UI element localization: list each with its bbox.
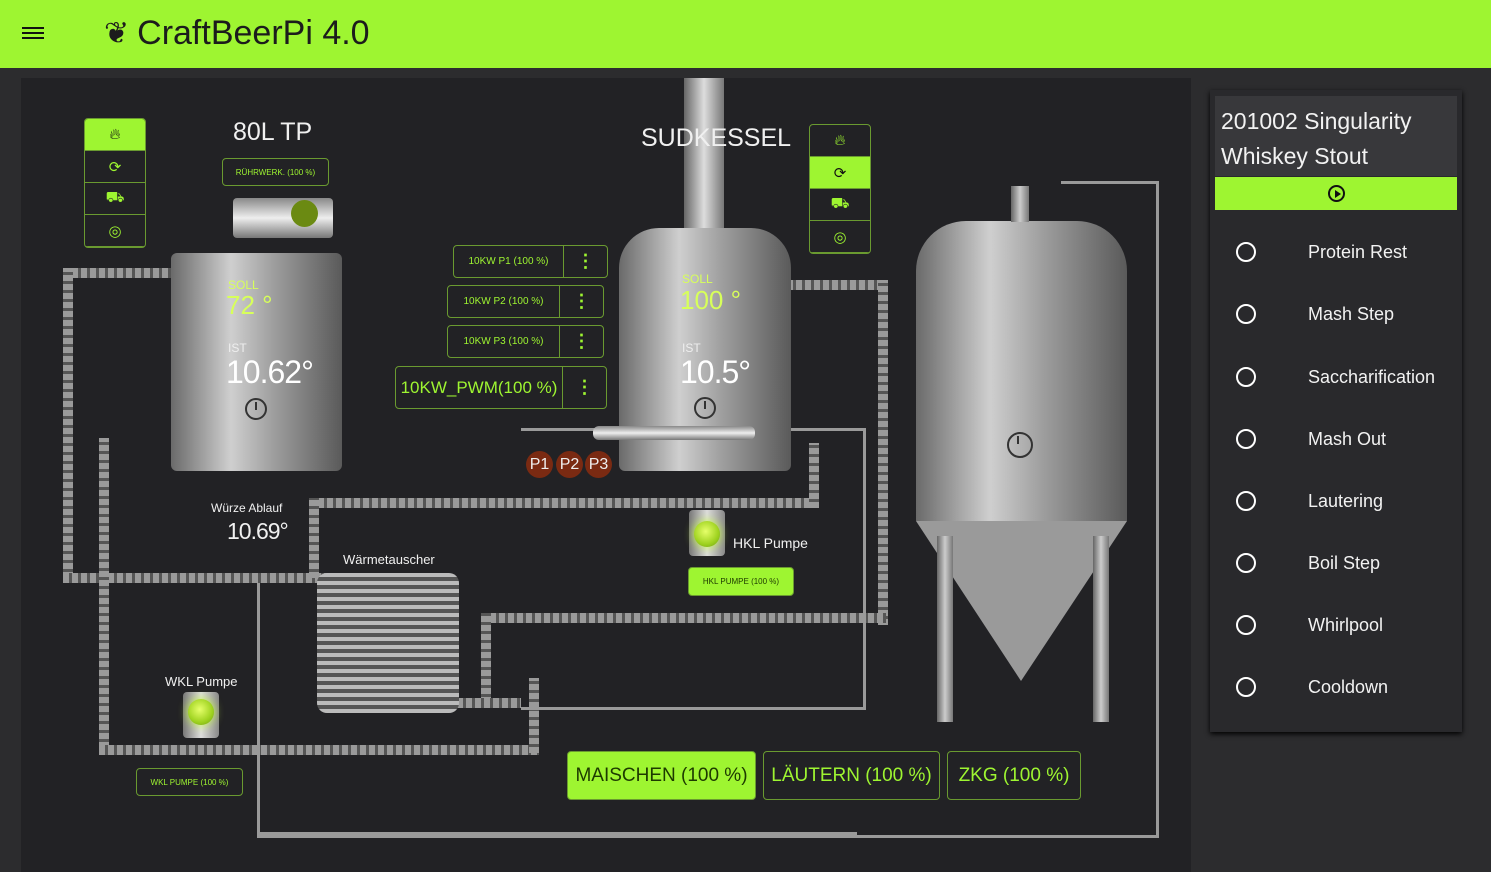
radio-icon — [1236, 242, 1256, 262]
fermenter-tank — [916, 221, 1127, 521]
kettle1-tank — [171, 253, 342, 471]
step-item[interactable]: Protein Rest — [1210, 232, 1462, 272]
step-label: Saccharification — [1308, 366, 1436, 387]
target-icon[interactable]: ◎ — [85, 215, 145, 247]
hkl-pump-indicator — [694, 521, 720, 547]
step-item[interactable]: Saccharification — [1210, 357, 1462, 397]
heater-p3-button[interactable]: 10KW P3 (100 %) ⋮ — [447, 325, 604, 358]
car-icon[interactable]: ⛟ — [85, 183, 145, 215]
phase-p1: P1 — [526, 451, 553, 478]
step-item[interactable]: Lautering — [1210, 481, 1462, 521]
radio-icon — [1236, 304, 1256, 324]
step-label: Mash Step — [1308, 303, 1395, 324]
sensor-value: 10.69° — [227, 518, 289, 544]
kettle2-ist-label: IST — [682, 341, 701, 355]
target-icon[interactable]: ◎ — [810, 221, 870, 253]
wkl-pump-indicator — [188, 699, 214, 725]
step-label: Cooldown — [1308, 676, 1389, 697]
heater-p1-button[interactable]: 10KW P1 (100 %) ⋮ — [453, 245, 608, 278]
step-item[interactable]: Mash Out — [1210, 419, 1462, 459]
step-label: Boil Step — [1308, 552, 1381, 573]
heater-flame-icon[interactable]: 🔥︎ — [810, 125, 870, 157]
kettle1-ist-label: IST — [228, 341, 247, 355]
step-item[interactable]: Whirlpool — [1210, 605, 1462, 645]
laeutern-button[interactable]: LÄUTERN (100 %) — [763, 751, 940, 800]
kettle1-name: 80L TP — [233, 118, 313, 146]
heat-exchanger-label: Wärmetauscher — [343, 552, 435, 567]
kettle2-controls: 🔥︎ ⟳ ⛟ ◎ — [809, 124, 871, 254]
heater-pwm-label: 10KW_PWM(100 %) — [400, 377, 558, 397]
kettle2-ist-value: 10.5° — [680, 354, 751, 390]
maischen-button[interactable]: MAISCHEN (100 %) — [567, 751, 756, 800]
radio-icon — [1236, 367, 1256, 387]
kettle1-soll-label: SOLL — [228, 278, 259, 292]
step-item[interactable]: Cooldown — [1210, 667, 1462, 707]
kettle1-controls: 🔥︎ ⟳ ⛟ ◎ — [84, 118, 146, 248]
menu-icon[interactable] — [22, 24, 44, 42]
gauge-icon — [694, 397, 716, 419]
app-logo: ❦CraftBeerPi 4.0 — [104, 14, 370, 53]
gauge-icon — [1007, 432, 1033, 458]
kettle1-soll-value: 72 ° — [226, 290, 273, 320]
heat-exchanger-coil — [317, 573, 459, 713]
gauge-icon — [245, 398, 267, 420]
radio-icon — [1236, 677, 1256, 697]
agitator-button[interactable]: RÜHRWERK. (100 %) — [222, 158, 329, 186]
heating-element — [593, 426, 755, 440]
start-button[interactable] — [1215, 177, 1457, 210]
agitator-indicator — [291, 200, 318, 227]
radio-icon — [1236, 553, 1256, 573]
step-item[interactable]: Boil Step — [1210, 543, 1462, 583]
brewery-canvas: Wärmetauscher 🔥︎ ⟳ ⛟ ◎ 80L TP RÜHRWERK. … — [21, 78, 1191, 872]
heater-flame-icon[interactable]: 🔥︎ — [85, 119, 145, 151]
more-icon[interactable]: ⋮ — [562, 367, 606, 408]
more-icon[interactable]: ⋮ — [559, 286, 603, 317]
step-label: Protein Rest — [1308, 241, 1408, 262]
agitator-refresh-icon[interactable]: ⟳ — [810, 157, 870, 189]
heater-p3-label: 10KW P3 (100 %) — [463, 336, 544, 347]
zkg-button[interactable]: ZKG (100 %) — [947, 751, 1081, 800]
step-item[interactable]: Mash Step — [1210, 294, 1462, 334]
agitator-refresh-icon[interactable]: ⟳ — [85, 151, 145, 183]
kettle1-ist-value: 10.62° — [226, 354, 314, 390]
step-label: Whirlpool — [1308, 614, 1384, 635]
hkl-pump-label: HKL Pumpe — [733, 535, 808, 551]
chimney — [684, 78, 724, 228]
kettle2-name: SUDKESSEL — [641, 124, 792, 152]
phase-p2: P2 — [556, 451, 583, 478]
car-icon[interactable]: ⛟ — [810, 189, 870, 221]
hkl-pump-button[interactable]: HKL PUMPE (100 %) — [688, 567, 794, 596]
wkl-pump-button[interactable]: WKL PUMPE (100 %) — [136, 768, 243, 796]
step-label: Lautering — [1308, 490, 1384, 511]
kettle2-soll-label: SOLL — [682, 272, 713, 286]
wkl-pump-label: WKL Pumpe — [165, 674, 238, 689]
radio-icon — [1236, 615, 1256, 635]
heater-p2-label: 10KW P2 (100 %) — [463, 296, 544, 307]
sensor-label: Würze Ablauf — [211, 501, 283, 515]
heater-p2-button[interactable]: 10KW P2 (100 %) ⋮ — [447, 285, 604, 318]
more-icon[interactable]: ⋮ — [563, 246, 607, 277]
radio-icon — [1236, 429, 1256, 449]
fermenter-valve — [1011, 186, 1029, 222]
fermenter-leg — [1093, 536, 1109, 722]
app-header: ❦CraftBeerPi 4.0 — [0, 0, 1491, 68]
heater-pwm-button[interactable]: 10KW_PWM(100 %)⋮ — [395, 366, 607, 409]
fermenter-leg — [937, 536, 953, 722]
radio-icon — [1236, 491, 1256, 511]
more-icon[interactable]: ⋮ — [559, 326, 603, 357]
app-title: CraftBeerPi 4.0 — [137, 14, 370, 52]
play-icon — [1327, 185, 1345, 202]
hop-icon: ❦ — [104, 17, 130, 50]
agitator-motor — [233, 198, 333, 238]
heater-p1-label: 10KW P1 (100 %) — [468, 256, 549, 267]
kettle2-soll-value: 100 ° — [680, 285, 742, 315]
step-label: Mash Out — [1308, 428, 1387, 449]
phase-p3: P3 — [585, 451, 612, 478]
